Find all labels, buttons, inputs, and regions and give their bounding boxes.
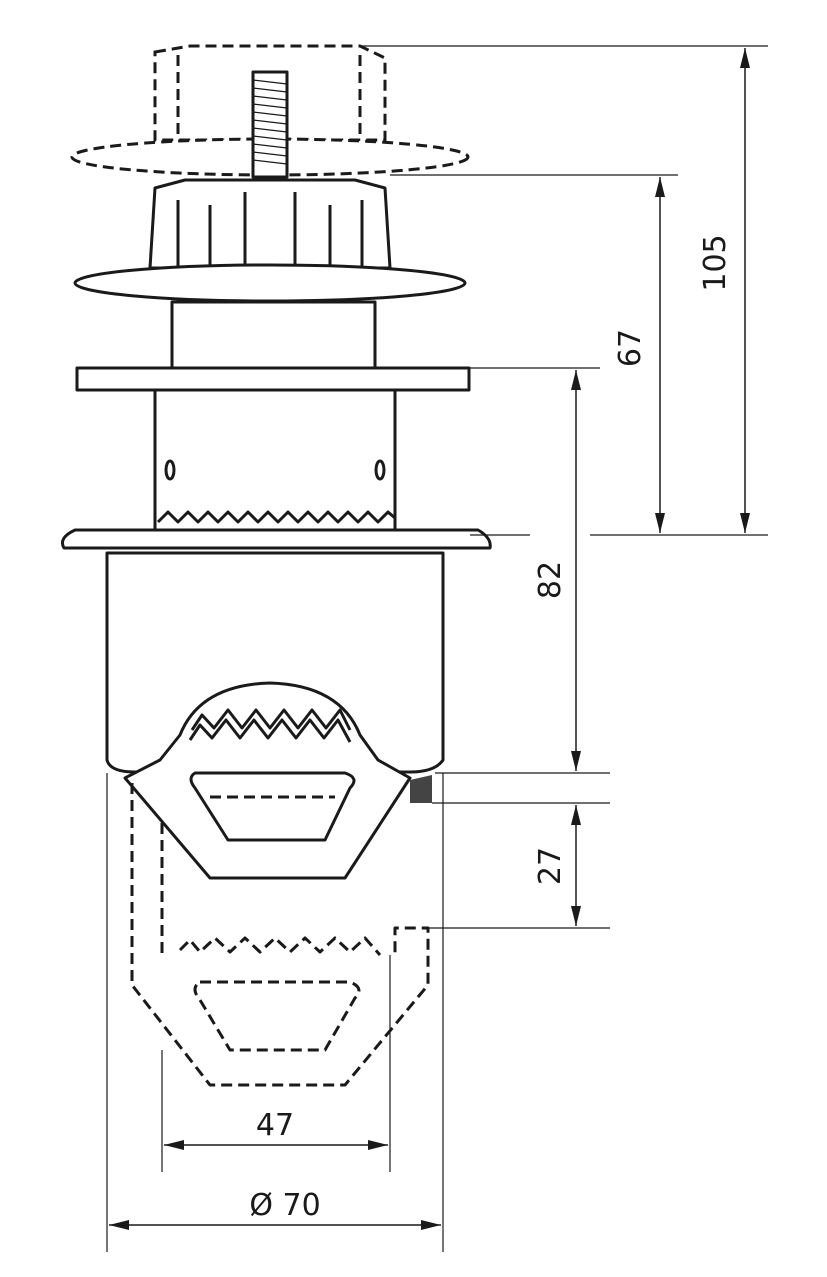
dimension-82-label: 82: [533, 561, 568, 599]
dimension-105-label: 105: [698, 234, 733, 291]
clamp-jaw-solid: [123, 681, 432, 880]
extension-lines: [106, 45, 768, 1252]
threaded-rod: [251, 70, 289, 179]
tube-section: [153, 388, 397, 532]
dimension-27-label: 27: [533, 847, 568, 885]
ribbed-knob: [73, 178, 467, 303]
neck-collar: [75, 300, 471, 392]
clamp-jaw-dashed: [130, 783, 430, 1087]
dimension-67-label: 67: [613, 329, 648, 367]
dimension-70-label: Ø 70: [249, 1188, 320, 1223]
dimension-47-label: 47: [256, 1108, 294, 1143]
dimension-lines: [109, 48, 750, 1230]
main-flange: [60, 528, 492, 550]
